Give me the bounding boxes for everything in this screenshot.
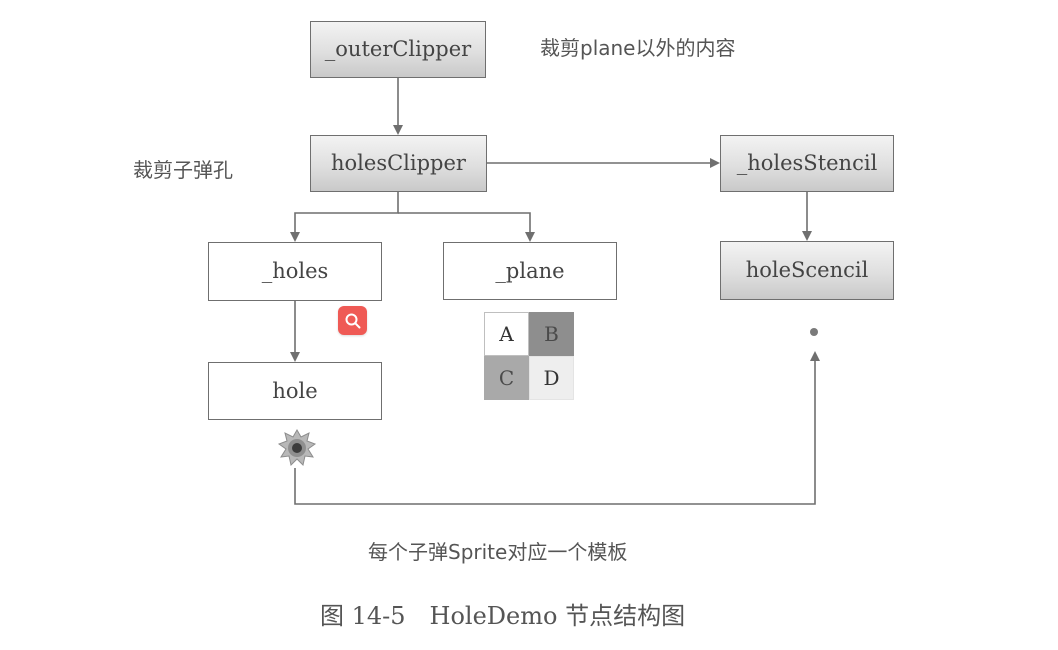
plane-tile-a: A	[484, 312, 529, 356]
node-plane: _plane	[443, 242, 617, 300]
plane-tile-c: C	[484, 356, 529, 400]
plane-tile-d: D	[529, 356, 574, 400]
connector-holesclipper-branch	[290, 192, 399, 242]
connector-holesclipper-to-plane	[398, 212, 535, 242]
search-icon[interactable]	[338, 306, 367, 335]
node-hole: hole	[208, 362, 382, 420]
connector-hole-to-stencil-dot	[294, 351, 820, 505]
plane-tile-b: B	[529, 312, 574, 356]
node-holes-clipper: holesClipper	[310, 135, 487, 192]
node-holes: _holes	[208, 242, 382, 301]
bullet-hole-icon	[277, 428, 317, 468]
figure-caption: 图 14-5 HoleDemo 节点结构图	[320, 602, 686, 630]
node-outer-clipper: _outerClipper	[310, 21, 486, 78]
stencil-dot-marker	[810, 328, 818, 336]
note-holes-clipper: 裁剪子弹孔	[133, 158, 233, 182]
node-hole-scencil: holeScencil	[720, 241, 894, 300]
node-holes-stencil: _holesStencil	[720, 135, 894, 192]
note-outer-clipper: 裁剪plane以外的内容	[540, 36, 736, 60]
note-bottom: 每个子弹Sprite对应一个模板	[368, 540, 628, 564]
